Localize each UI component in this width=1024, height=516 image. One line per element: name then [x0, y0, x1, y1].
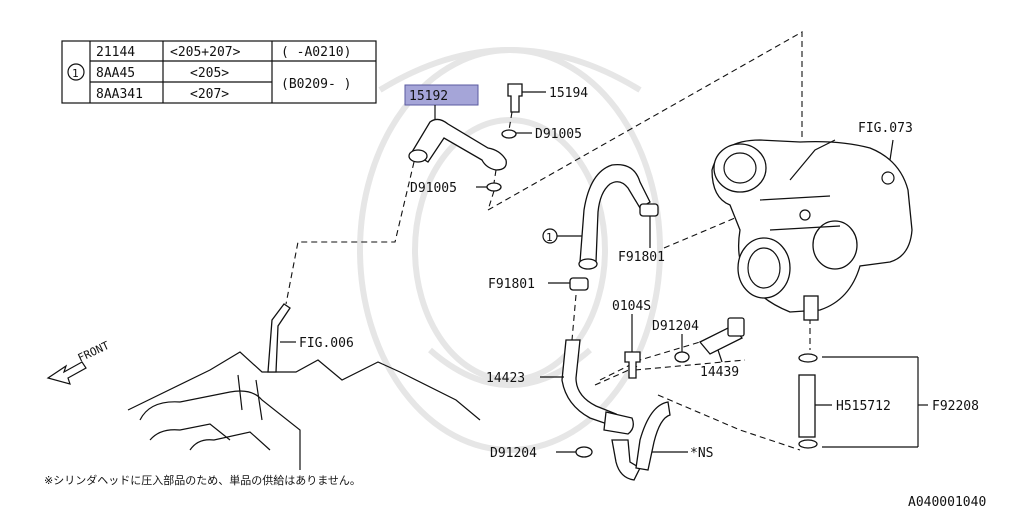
label-d91005-left[interactable]: D91005 [410, 181, 457, 196]
diagram-code: A040001040 [908, 495, 986, 510]
part-15192-oil-pipe[interactable]: 15192 [404, 84, 507, 171]
part-f92208-clips[interactable]: F92208 [798, 353, 979, 449]
label-fig073[interactable]: FIG.073 [858, 121, 913, 136]
label-d91204-bottom[interactable]: D91204 [490, 446, 537, 461]
watermark-emblem [357, 47, 663, 453]
label-ns[interactable]: *NS [690, 446, 713, 461]
part-variant-table: 1 21144 <205+207> ( -A0210) 8AA45 <205> … [61, 40, 377, 104]
label-15194[interactable]: 15194 [549, 86, 588, 101]
label-front: FRONT [76, 339, 112, 365]
label-d91005-top[interactable]: D91005 [535, 127, 582, 142]
label-fig006[interactable]: FIG.006 [299, 336, 354, 351]
part-ns-pipe-note[interactable]: *NS [652, 446, 713, 461]
label-f91801-left[interactable]: F91801 [488, 277, 535, 292]
part-d91005-washer-left[interactable]: D91005 [410, 181, 502, 196]
part-14439-union-bolt[interactable]: 14439 [698, 317, 745, 380]
part-d91204-washer-bottom[interactable]: D91204 [490, 446, 593, 461]
label-f92208[interactable]: F92208 [932, 399, 979, 414]
table-row-1-date: ( -A0210) [281, 45, 351, 60]
part-h515712-hose[interactable]: H515712 [798, 374, 891, 438]
part-0104s-bolt[interactable]: 0104S [612, 299, 651, 379]
table-row-2-part: 8AA45 [96, 66, 135, 81]
table-marker: 1 [72, 67, 79, 80]
part-f91801-clamp-left[interactable]: F91801 [488, 277, 589, 292]
table-row-2-variant: <205> [190, 66, 229, 81]
part-d91005-washer-top[interactable]: D91005 [501, 127, 582, 142]
turbocharger-assembly[interactable]: FIG.073 [711, 121, 913, 321]
table-row-2-date: (B0209- ) [281, 77, 351, 92]
label-h515712[interactable]: H515712 [836, 399, 891, 414]
part-f91801-clamp-right[interactable]: F91801 [618, 203, 665, 265]
label-14423[interactable]: 14423 [486, 371, 525, 386]
cylinder-head-outline[interactable]: FIG.006 [127, 303, 481, 470]
label-f91801-right[interactable]: F91801 [618, 250, 665, 265]
label-d91204-top[interactable]: D91204 [652, 319, 699, 334]
label-0104s[interactable]: 0104S [612, 299, 651, 314]
front-direction-arrow: FRONT [46, 339, 112, 385]
table-row-1-variant: <205+207> [170, 45, 241, 60]
label-14439[interactable]: 14439 [700, 365, 739, 380]
table-row-3-part: 8AA341 [96, 87, 143, 102]
callout-1[interactable]: 1 [546, 231, 553, 244]
part-15194-bolt[interactable]: 15194 [507, 83, 588, 113]
part-14423-water-pipe[interactable]: 14423 [486, 294, 671, 481]
table-row-3-variant: <207> [190, 87, 229, 102]
part-d91204-washer-top[interactable]: D91204 [652, 319, 699, 363]
label-15192[interactable]: 15192 [409, 89, 448, 104]
table-row-1-part: 21144 [96, 45, 135, 60]
footnote-text: ※シリンダヘッドに圧入部品のため、単品の供給はありません。 [44, 473, 361, 487]
